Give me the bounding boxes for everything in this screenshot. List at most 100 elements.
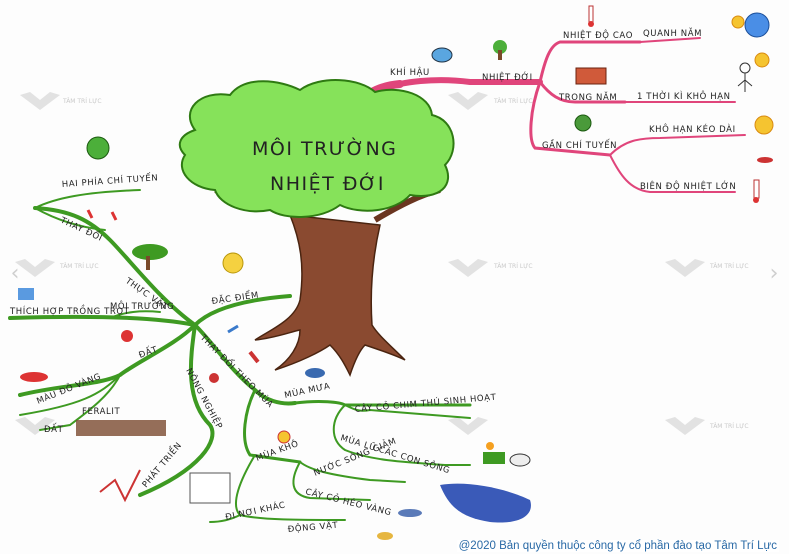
central-title-line1: MÔI TRƯỜNG (252, 136, 397, 160)
central-title-line2: NHIỆT ĐỚI (270, 171, 385, 195)
prev-arrow-icon[interactable]: ‹ (10, 261, 20, 286)
label-co-chim: CÂY CỎ CHIM THÚ SINH HOẠT (354, 391, 497, 415)
tree-canopy (178, 79, 455, 218)
label-mua-mua: MÙA MƯA (283, 379, 331, 400)
central-tree: MÔI TRƯỜNG NHIỆT ĐỚI (178, 79, 455, 377)
branch-dat-main (18, 323, 197, 397)
branch-nong-nghiep (138, 323, 215, 497)
watermark-text: TÂM TRÍ LỰC (493, 263, 533, 270)
branch-co-heo (292, 461, 371, 501)
watermark-text: TÂM TRÍ LỰC (62, 98, 102, 105)
branch-co-chim (344, 404, 471, 419)
watermark-logo (448, 92, 488, 110)
arrow-icon (86, 209, 118, 221)
cloud-icon (431, 47, 453, 63)
label-co-heo-vang: CÂY CỎ HÉO VÀNG (304, 485, 393, 518)
watermark-text: TÂM TRÍ LỰC (709, 423, 749, 430)
label-phat-trien: PHÁT TRIỂN (138, 439, 184, 490)
map-icon (189, 472, 231, 504)
label-nhiet-do-cao: NHIỆT ĐỘ CAO (563, 29, 633, 41)
watermark-logo (665, 417, 705, 435)
label-khi-hau: KHÍ HẬU (390, 66, 430, 78)
watermark-logo (448, 417, 488, 435)
cow-icon (209, 373, 219, 383)
watermark-logo (448, 259, 488, 277)
watermark-logo (665, 259, 705, 277)
branch-feralit (39, 374, 121, 431)
graph-arrow-icon (99, 469, 141, 503)
branch-kho-han (609, 134, 746, 156)
branch-trong-nam (538, 80, 627, 104)
label-moi-truong: MÔI TRƯỜNG (110, 300, 174, 312)
person-icon (737, 62, 753, 92)
label-trong-nam: TRONG NĂM (558, 91, 617, 103)
branch-gan-chi-tuyen (529, 80, 612, 157)
label-dat-2: ĐẤT (44, 423, 64, 435)
watermark-group: TÂM TRÍ LỰC TÂM TRÍ LỰC TÂM TRÍ LỰC TÂM … (15, 92, 749, 435)
branch-thich-hop (8, 314, 197, 327)
globe-icon (86, 136, 110, 160)
watermark-text: TÂM TRÍ LỰC (493, 98, 533, 105)
branch-nhiet-do-cao (538, 40, 642, 84)
animal-icon (509, 453, 531, 467)
tree-trunk (254, 214, 406, 377)
thermometer-icon (588, 5, 594, 27)
icons (18, 5, 774, 540)
branch-bien-do (609, 154, 736, 193)
branch-mua-kho (243, 388, 302, 464)
label-quanh-nam: QUANH NĂM (643, 27, 702, 39)
soil-icon (20, 372, 48, 382)
label-mot-thoi-ki: 1 THỜI KÌ KHÔ HẠN (637, 90, 731, 102)
branch-moi-truong (109, 310, 161, 319)
branch-dac-diem (193, 294, 292, 327)
watermark-logo (15, 417, 55, 435)
bird-icon (377, 532, 393, 540)
label-thich-hop: THÍCH HỢP TRỒNG TRỌT (9, 304, 130, 317)
label-dat: ĐẤT (137, 343, 160, 361)
rain-cloud-icon (305, 368, 325, 378)
lightbulb-icon (222, 252, 244, 274)
label-gan-chi-tuyen: GẦN CHÍ TUYẾN (542, 138, 617, 151)
tree-icon (132, 244, 168, 270)
apple-icon (121, 330, 133, 342)
branch-mua-lu (332, 404, 471, 466)
watermark-logo (15, 259, 55, 277)
sun-icon (277, 430, 291, 444)
globe-small-icon (574, 114, 592, 132)
branch-thay-doi (34, 207, 106, 231)
branch-quanh-nam (639, 37, 701, 43)
radio-icon (575, 67, 607, 85)
globe-icon (744, 12, 770, 38)
flowers-icon (483, 442, 505, 464)
river-icon (440, 483, 531, 523)
label-feralit: FERALIT (82, 407, 120, 417)
soil-sample-icon (76, 420, 166, 436)
label-hai-phia: HAI PHÍA CHÍ TUYẾN (61, 171, 158, 190)
label-nhiet-doi: NHIỆT ĐỚI (482, 71, 533, 83)
tree-small-icon (493, 40, 507, 60)
thermometer-icon (753, 179, 760, 203)
branch-hai-phia (34, 189, 141, 209)
branch-nuoc-song (299, 461, 406, 483)
branch-di-noi-khac (209, 514, 241, 523)
label-bien-do: BIÊN ĐỘ NHIỆT LỚN (640, 180, 736, 192)
fish-icon (398, 509, 422, 517)
factory-icon (18, 288, 34, 300)
watermark-logo (20, 92, 60, 110)
branch-mau-do-vang (19, 374, 121, 416)
label-dong-vat: ĐỘNG VẬT (287, 519, 339, 535)
arrows-icon (227, 324, 260, 364)
next-arrow-icon[interactable]: › (769, 261, 779, 286)
label-kho-han-keo-dai: KHÔ HẠN KÉO DÀI (649, 123, 736, 135)
watermark-text: TÂM TRÍ LỰC (59, 263, 99, 270)
green-branches (8, 189, 472, 523)
sun-icon (731, 15, 745, 29)
branch-thuc-vat-main (33, 206, 197, 327)
sun-icon (754, 52, 770, 68)
plant-wilted-icon (757, 157, 773, 163)
copyright-notice: @2020 Bản quyền thuộc công ty cổ phần đà… (456, 540, 779, 552)
watermark-text: TÂM TRÍ LỰC (709, 263, 749, 270)
sun-icon (754, 115, 774, 135)
